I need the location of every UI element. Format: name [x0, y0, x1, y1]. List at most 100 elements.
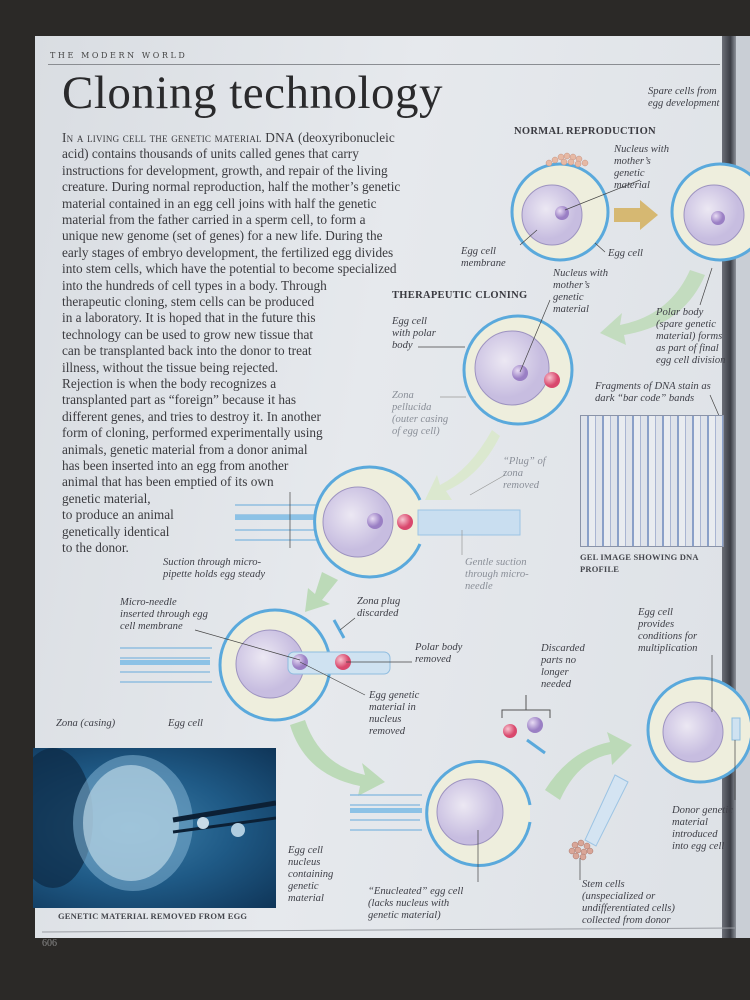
- egg-cell-with-polar-body: [462, 314, 574, 426]
- body-line-text: material from the father carried in a sp…: [62, 212, 366, 227]
- label-zona-casing: Zona (casing): [56, 718, 116, 729]
- body-line: early stages of embryo development, the …: [62, 245, 393, 261]
- body-line: genetic material,: [62, 491, 151, 507]
- label-egg-membrane: Egg cell membrane: [461, 246, 506, 269]
- arrow-green-3: [305, 572, 338, 612]
- caption-gel: GEL IMAGE SHOWING DNA PROFILE: [580, 552, 699, 574]
- body-line: therapeutic cloning, stem cells can be p…: [62, 294, 314, 310]
- egg-cell-donor: [646, 676, 750, 784]
- label-fragments: Fragments of DNA stain as dark “bar code…: [595, 381, 711, 404]
- zona-plug: [332, 619, 346, 639]
- body-line-text: different genes, and tries to destroy it…: [62, 408, 321, 424]
- body-line: technology can be used to grow new tissu…: [62, 327, 313, 343]
- label-zona-plug: Zona plug discarded: [357, 596, 401, 619]
- body-line: unique new genome (set of genes) for a n…: [62, 228, 383, 244]
- body-line-text: Rejection is when the body recognizes a: [62, 376, 277, 391]
- arrow-green-2: [425, 430, 500, 500]
- body-line-text: creature. During normal reproduction, ha…: [62, 179, 401, 195]
- arrow-green-5: [545, 732, 632, 800]
- body-line: In a living cell the genetic material DN…: [62, 130, 395, 146]
- header-rule: [48, 64, 720, 65]
- label-egg-cell-1: Egg cell: [608, 248, 644, 259]
- egg-cell-normal: [510, 152, 610, 262]
- label-plug: “Plug” of zona removed: [503, 456, 546, 491]
- body-line-text: instructions for development, growth, an…: [62, 162, 388, 178]
- body-line-text: animal that has been emptied of its own: [62, 474, 274, 490]
- body-line: into stem cells, which have the potentia…: [62, 261, 397, 277]
- body-line-text: to produce an animal: [62, 507, 174, 523]
- body-line-text: genetically identical: [62, 523, 170, 539]
- arrow-green-1: [600, 270, 705, 345]
- label-enucleated: “Enucleated” egg cell (lacks nucleus wit…: [368, 886, 464, 921]
- body-line: can be transplanted back into the donor …: [62, 343, 312, 359]
- heading-therapeutic-cloning: THERAPEUTIC CLONING: [392, 290, 528, 301]
- body-line-text: can be transplanted back into the donor …: [62, 343, 312, 359]
- body-line: creature. During normal reproduction, ha…: [62, 179, 400, 195]
- body-line: material from the father carried in a sp…: [62, 212, 365, 228]
- label-spare-cells: Spare cells from egg development: [648, 86, 720, 109]
- label-nucleus-1: Nucleus with mother’s genetic material: [614, 144, 670, 191]
- body-line-text: into stem cells, which have the potentia…: [62, 261, 397, 277]
- page-number: 606: [42, 938, 57, 949]
- body-line: animal that has been emptied of its own: [62, 474, 274, 490]
- page-title: Cloning technology: [62, 67, 444, 119]
- body-line-text: animals, genetic material from a donor a…: [62, 441, 308, 457]
- body-line-text: has been inserted into an egg from anoth…: [62, 458, 289, 473]
- label-zona-pellucida: Zona pellucida (outer casing of egg cell…: [392, 390, 449, 437]
- body-line-text: technology can be used to grow new tissu…: [62, 326, 314, 342]
- body-line: genetically identical: [62, 524, 169, 540]
- body-line-text: illness, without the tissue being reject…: [62, 359, 279, 375]
- body-line: form of cloning, performed experimentall…: [62, 425, 323, 441]
- body-line-text: form of cloning, performed experimentall…: [62, 425, 323, 441]
- label-suction-pipette: Suction through micro- pipette holds egg…: [163, 557, 266, 580]
- arrow-green-4: [290, 720, 385, 796]
- body-line-text: unique new genome (set of genes) for a n…: [62, 228, 383, 244]
- body-line-text: therapeutic cloning, stem cells can be p…: [62, 294, 315, 309]
- body-line: into the hundreds of cell types in a bod…: [62, 278, 327, 294]
- heading-normal-reproduction: NORMAL REPRODUCTION: [514, 126, 656, 137]
- egg-cell-normal-2: [670, 162, 750, 262]
- body-line: transplanted part as “foreign” because i…: [62, 392, 296, 408]
- label-discarded: Discarded parts no longer needed: [541, 643, 585, 690]
- body-line-text: early stages of embryo development, the …: [62, 244, 394, 260]
- body-line-text: into the hundreds of cell types in a bod…: [62, 277, 327, 293]
- label-stem-cells: Stem cells (unspecialized or undifferent…: [582, 879, 675, 926]
- body-lead: In a living cell the genetic material DN…: [62, 130, 295, 145]
- body-line: Rejection is when the body recognizes a: [62, 376, 276, 392]
- body-line-text: to the donor.: [62, 540, 129, 555]
- egg-cell-plug-removal: [235, 465, 521, 579]
- body-line-text: (deoxyribonucleic: [294, 130, 395, 145]
- leader-lines: [194, 179, 736, 882]
- body-line: instructions for development, growth, an…: [62, 163, 388, 179]
- running-head: THE MODERN WORLD: [50, 51, 188, 60]
- gel-image: [580, 415, 724, 547]
- footer-rule: [41, 927, 736, 933]
- body-line: to produce an animal: [62, 507, 174, 523]
- body-line-text: genetic material,: [62, 490, 151, 506]
- label-egg-cell-photo: Egg cell: [168, 718, 204, 729]
- label-donor-genetic: Donor genetic material introduced into e…: [672, 805, 733, 852]
- caption-photo: GENETIC MATERIAL REMOVED FROM EGG: [58, 911, 248, 921]
- enucleated-egg-cell: [350, 760, 532, 867]
- body-line: to the donor.: [62, 540, 129, 556]
- label-nucleus-2: Nucleus with mother’s genetic material: [553, 268, 609, 315]
- body-line: animals, genetic material from a donor a…: [62, 442, 308, 458]
- arrow-yellow: [614, 200, 658, 230]
- body-line-text: material contained in an egg cell joins …: [62, 195, 377, 211]
- body-line-text: acid) contains thousands of units called…: [62, 146, 359, 162]
- discarded-parts: [501, 695, 551, 755]
- micrograph-photo: [33, 748, 276, 908]
- label-polar-body: Polar body (spare genetic material) form…: [656, 307, 726, 366]
- label-gentle-suction: Gentle suction through micro- needle: [465, 557, 529, 592]
- body-line: has been inserted into an egg from anoth…: [62, 458, 288, 474]
- stem-cell-tube: [568, 774, 629, 861]
- egg-cell-nucleus-removal: [120, 608, 391, 722]
- body-line: in a laboratory. It is hoped that in the…: [62, 310, 316, 326]
- body-line: material contained in an egg cell joins …: [62, 196, 377, 212]
- label-polar-removed: Polar body removed: [415, 642, 463, 665]
- body-line: illness, without the tissue being reject…: [62, 360, 278, 376]
- label-egg-provides: Egg cell provides conditions for multipl…: [638, 607, 698, 654]
- body-line: acid) contains thousands of units called…: [62, 146, 359, 162]
- label-egg-polar: Egg cell with polar body: [392, 316, 436, 351]
